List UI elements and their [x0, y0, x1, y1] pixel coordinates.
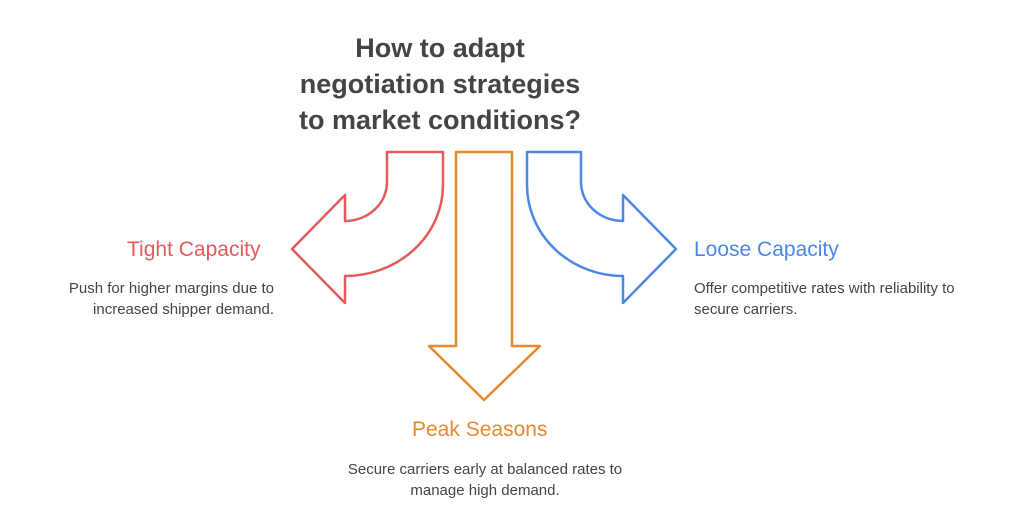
peak-seasons-description: Secure carriers early at balanced rates … — [347, 461, 623, 499]
right-arrow-loose-capacity — [525, 150, 678, 305]
loose-capacity-description: Offer competitive rates with reliability… — [694, 280, 955, 318]
tight-capacity-heading: Tight Capacity — [127, 238, 261, 261]
tight-capacity-description: Push for higher margins due to increased… — [68, 280, 274, 318]
left-arrow-tight-capacity — [290, 150, 445, 305]
peak-seasons-heading: Peak Seasons — [412, 418, 548, 441]
loose-capacity-heading: Loose Capacity — [694, 238, 839, 261]
down-arrow-peak-seasons — [427, 150, 542, 402]
diagram-title: How to adapt negotiation strategies to m… — [298, 33, 582, 135]
